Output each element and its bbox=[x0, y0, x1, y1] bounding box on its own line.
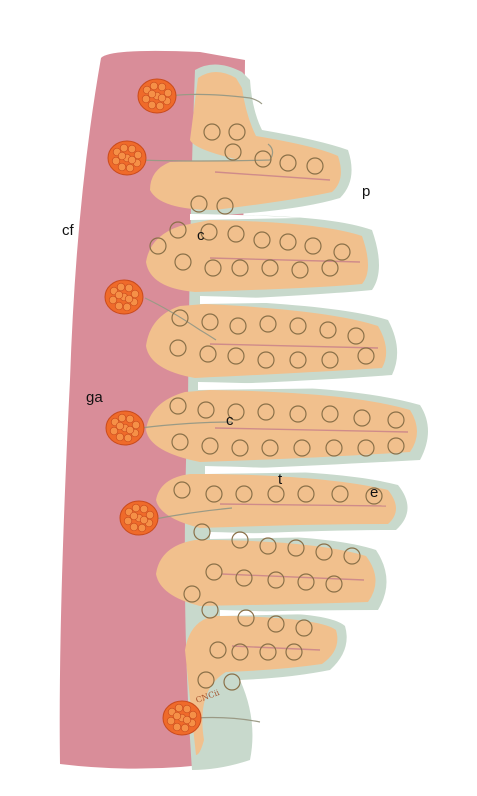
label-c-lower: c bbox=[226, 412, 234, 429]
label-e: e bbox=[370, 484, 378, 501]
ganglion bbox=[138, 79, 176, 113]
label-ga: ga bbox=[86, 389, 103, 406]
inter-lamellar-channel bbox=[198, 382, 360, 390]
ganglion bbox=[163, 701, 201, 735]
ganglion bbox=[108, 141, 146, 175]
ganglion bbox=[105, 280, 143, 314]
label-p: p bbox=[362, 183, 370, 200]
label-c-upper: c bbox=[197, 227, 205, 244]
ganglion bbox=[120, 501, 158, 535]
ganglion bbox=[106, 411, 144, 445]
label-cf: cf bbox=[62, 222, 75, 239]
